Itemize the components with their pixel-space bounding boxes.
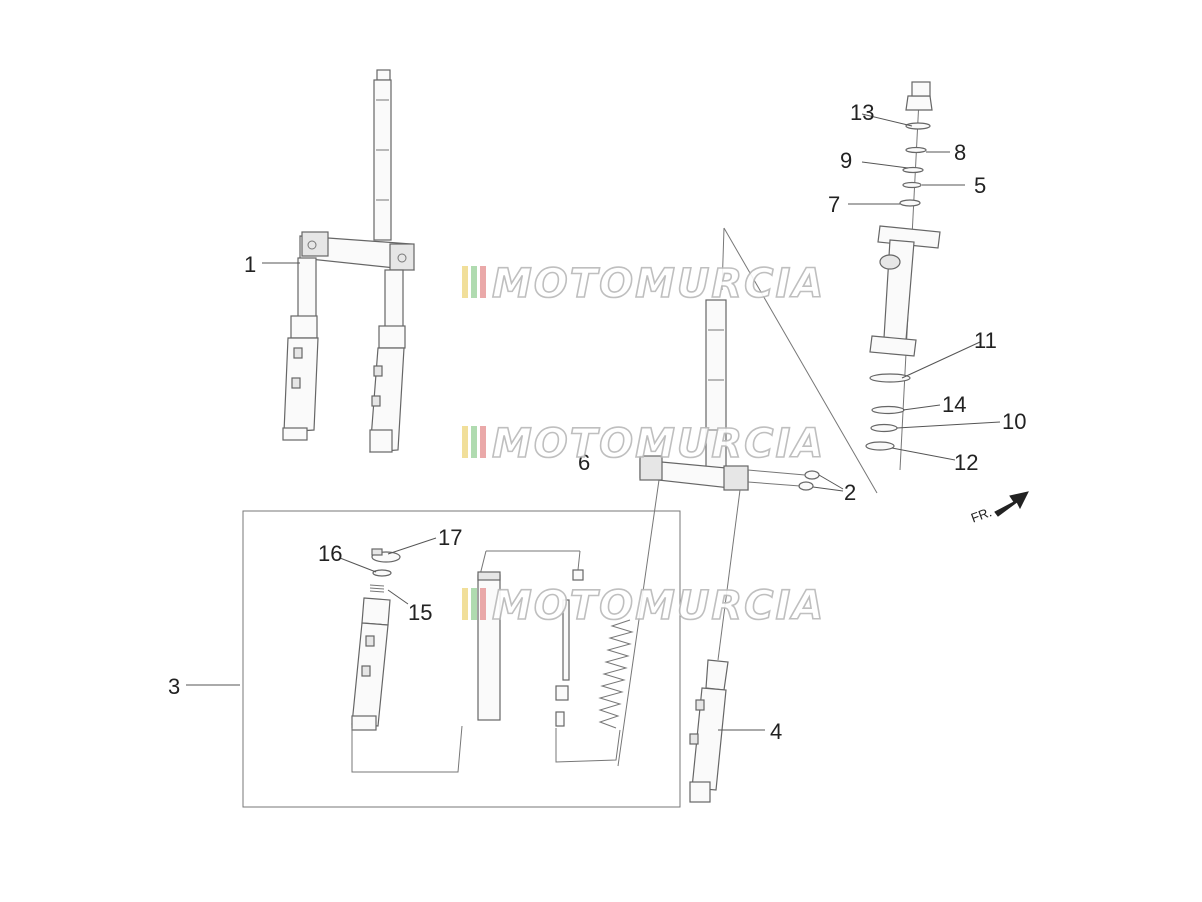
callout-15: 15 xyxy=(408,600,432,625)
callout-11: 11 xyxy=(974,328,997,353)
callout-3: 3 xyxy=(168,674,180,699)
callout-7: 7 xyxy=(828,192,840,217)
callout-6: 6 xyxy=(578,450,590,475)
arrow-right-icon xyxy=(994,491,1029,517)
callout-13: 13 xyxy=(850,100,874,125)
callout-17: 17 xyxy=(438,525,462,550)
front-fork-assembly xyxy=(282,69,415,453)
callout-1: 1 xyxy=(244,252,256,277)
watermark-top: MOTOMURCIA xyxy=(462,260,825,308)
callout-8: 8 xyxy=(954,140,966,165)
callout-2: 2 xyxy=(844,480,856,505)
watermark-bottom: MOTOMURCIA xyxy=(462,582,825,630)
front-direction-indicator: FR. xyxy=(969,491,1029,526)
callout-numbers: 1 2 3 4 5 6 7 8 9 10 11 12 13 14 15 16 1… xyxy=(168,100,1026,744)
callout-4: 4 xyxy=(770,719,782,744)
watermark-text: MOTOMURCIA xyxy=(492,421,825,467)
direction-label: FR. xyxy=(969,504,994,525)
callout-14: 14 xyxy=(942,392,966,417)
watermark-middle: MOTOMURCIA xyxy=(462,420,825,468)
callout-9: 9 xyxy=(840,148,852,173)
callout-10: 10 xyxy=(1002,409,1026,434)
steering-components xyxy=(865,81,941,471)
leader-lines xyxy=(186,113,1001,731)
callout-12: 12 xyxy=(954,450,978,475)
callout-16: 16 xyxy=(318,541,342,566)
watermark-text: MOTOMURCIA xyxy=(492,261,825,307)
callout-5: 5 xyxy=(974,173,986,198)
watermark-text: MOTOMURCIA xyxy=(492,583,825,629)
center-stem-crown xyxy=(639,227,878,494)
right-fork-leg xyxy=(689,489,741,803)
